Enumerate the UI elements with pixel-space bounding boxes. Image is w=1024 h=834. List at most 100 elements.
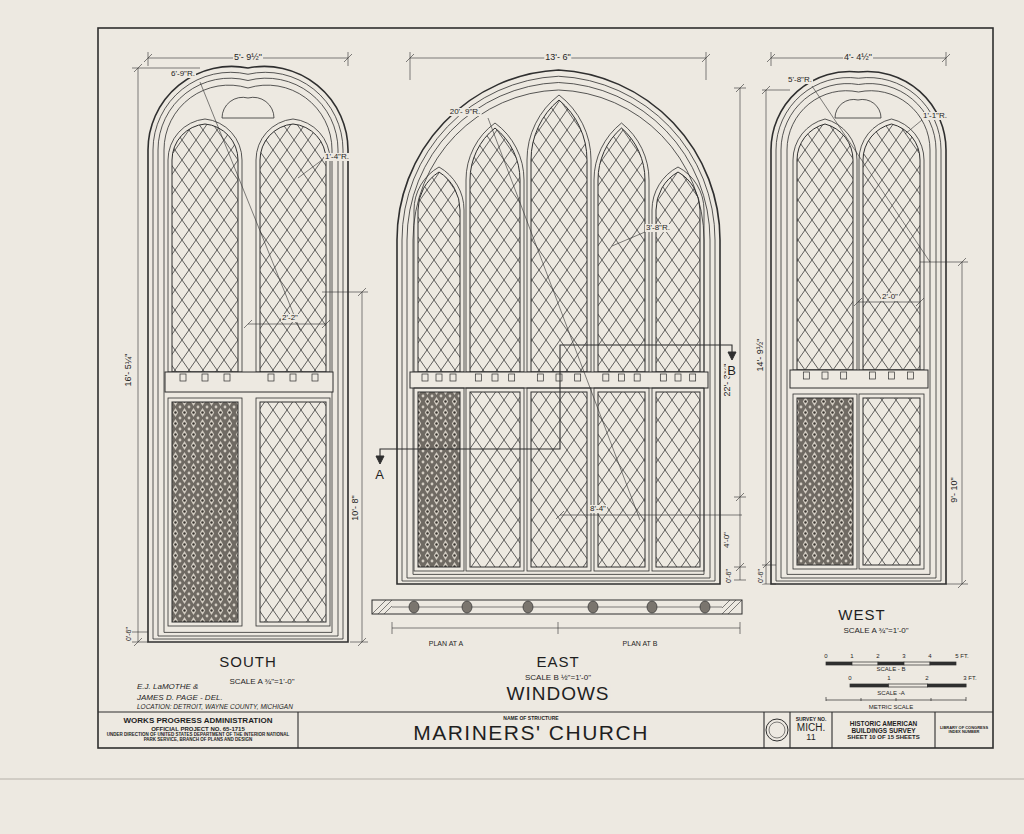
dimension-line — [322, 288, 368, 646]
dimension-text: 5'-8"R. — [787, 76, 813, 84]
panel-glass — [656, 392, 700, 567]
lancet-light — [418, 172, 460, 372]
scale-segment — [826, 662, 852, 665]
scale-segment — [878, 662, 904, 665]
cut-line — [380, 345, 732, 458]
dimension-line — [734, 84, 746, 580]
window-frame — [407, 83, 710, 579]
dimension-line — [920, 258, 968, 588]
scale-label: SCALE - B — [875, 666, 906, 672]
plan-line — [392, 607, 722, 608]
dimension-line — [132, 64, 200, 646]
panel-frame — [793, 394, 857, 569]
scale-segment — [927, 684, 966, 687]
scale-label: 4 — [927, 653, 932, 659]
crenellation — [312, 374, 318, 381]
crenellation — [556, 374, 562, 381]
delineator-note: LOCATION: DETROIT, WAYNE COUNTY, MICHIGA… — [136, 704, 294, 711]
crenellation — [870, 372, 876, 379]
page-edge — [0, 779, 1024, 780]
title-block-text: SURVEY NO. — [796, 717, 827, 723]
crenellation — [908, 372, 914, 379]
lancet-light — [260, 124, 326, 372]
crenellation — [634, 374, 640, 381]
title-block-cell: LIBRARY OF CONGRESSINDEX NUMBER — [935, 712, 993, 748]
seal — [766, 719, 788, 741]
window-frame — [397, 70, 720, 584]
panel-frame — [652, 388, 704, 571]
dimension-text: 0'-6" — [725, 568, 732, 584]
dimension-text: 4'- 4½" — [843, 53, 873, 62]
scale-label: 0 — [847, 675, 852, 681]
lancet-light — [470, 128, 520, 372]
window-frame — [787, 91, 930, 575]
lancet-frame — [652, 167, 704, 372]
section-line — [376, 345, 736, 464]
dimension-line — [556, 511, 742, 519]
title-block-text: HISTORIC AMERICAN BUILDINGS SURVEY — [835, 720, 932, 734]
title-block-text: UNDER DIRECTION OF UNITED STATES DEPARTM… — [101, 733, 295, 743]
scale-bars — [826, 662, 966, 701]
dimension-text: 0'-6" — [125, 626, 132, 642]
crenellation — [675, 374, 681, 381]
panel-frame — [859, 394, 924, 569]
metric-scale — [826, 697, 966, 701]
sheet-frame — [0, 28, 1024, 779]
scale-label: 1 — [849, 653, 854, 659]
crenellation — [422, 374, 428, 381]
scale-label: METRIC SCALE — [868, 704, 914, 710]
crenellation — [492, 374, 498, 381]
crenellation — [537, 374, 543, 381]
view-title: EAST — [535, 654, 580, 669]
crenellation — [575, 374, 581, 381]
dimension-text: 2'-2" — [281, 314, 299, 322]
plan-dimension — [392, 622, 740, 634]
lancet-light — [172, 124, 238, 372]
scale-segment — [850, 684, 889, 687]
crenellation — [889, 372, 895, 379]
crenellation — [822, 372, 828, 379]
window-frame — [413, 90, 704, 574]
dimension-text: 6'-9"R. — [170, 70, 196, 78]
dimension-line — [612, 232, 645, 246]
dimension-line — [488, 118, 640, 520]
tracery — [835, 99, 881, 118]
window-frame — [153, 72, 343, 639]
scale-segment — [852, 662, 878, 665]
crenellation — [803, 372, 809, 379]
delineator-note: JAMES D. PAGE - DEL. — [136, 694, 224, 702]
window-frame — [164, 85, 332, 632]
section-mark: A — [374, 468, 386, 481]
dimension-text: 1'-4"R. — [324, 153, 350, 161]
seal — [769, 722, 785, 738]
scale-label: SCALE A ¾"=1'-0" — [842, 627, 909, 635]
arrowhead — [376, 456, 384, 464]
panel-frame — [168, 398, 242, 626]
scale-segment — [904, 662, 930, 665]
tracery — [222, 97, 274, 118]
window-elevation — [771, 71, 946, 584]
crenellation — [224, 374, 230, 381]
scale-segment — [930, 662, 956, 665]
title-block-text: WORKS PROGRESS ADMINISTRATION — [124, 717, 273, 726]
border — [98, 28, 993, 748]
scale-label: 3 FT. — [962, 675, 977, 681]
title-block-cell: HISTORIC AMERICAN BUILDINGS SURVEYSHEET … — [832, 712, 935, 748]
plan-label: PLAN AT A — [428, 640, 464, 647]
lancet-frame — [466, 123, 524, 372]
dimension-lines — [132, 52, 968, 646]
dimension-text: 3'-8"R. — [645, 224, 671, 232]
wall-hatch — [372, 600, 742, 614]
dimension-line — [144, 52, 352, 66]
lancet-frame — [527, 95, 591, 372]
panel-frame — [256, 398, 330, 626]
dimension-text: 5'- 9½" — [233, 53, 263, 62]
mullion-section — [647, 601, 657, 613]
crenellation — [180, 374, 186, 381]
scale-label: SCALE A ¾"=1'-0" — [228, 678, 295, 686]
panel-glass — [531, 392, 587, 567]
section-mark: B — [726, 364, 738, 377]
crenellation — [660, 374, 666, 381]
mullion-section — [462, 601, 472, 613]
title-block-text: MICH. — [797, 722, 825, 733]
